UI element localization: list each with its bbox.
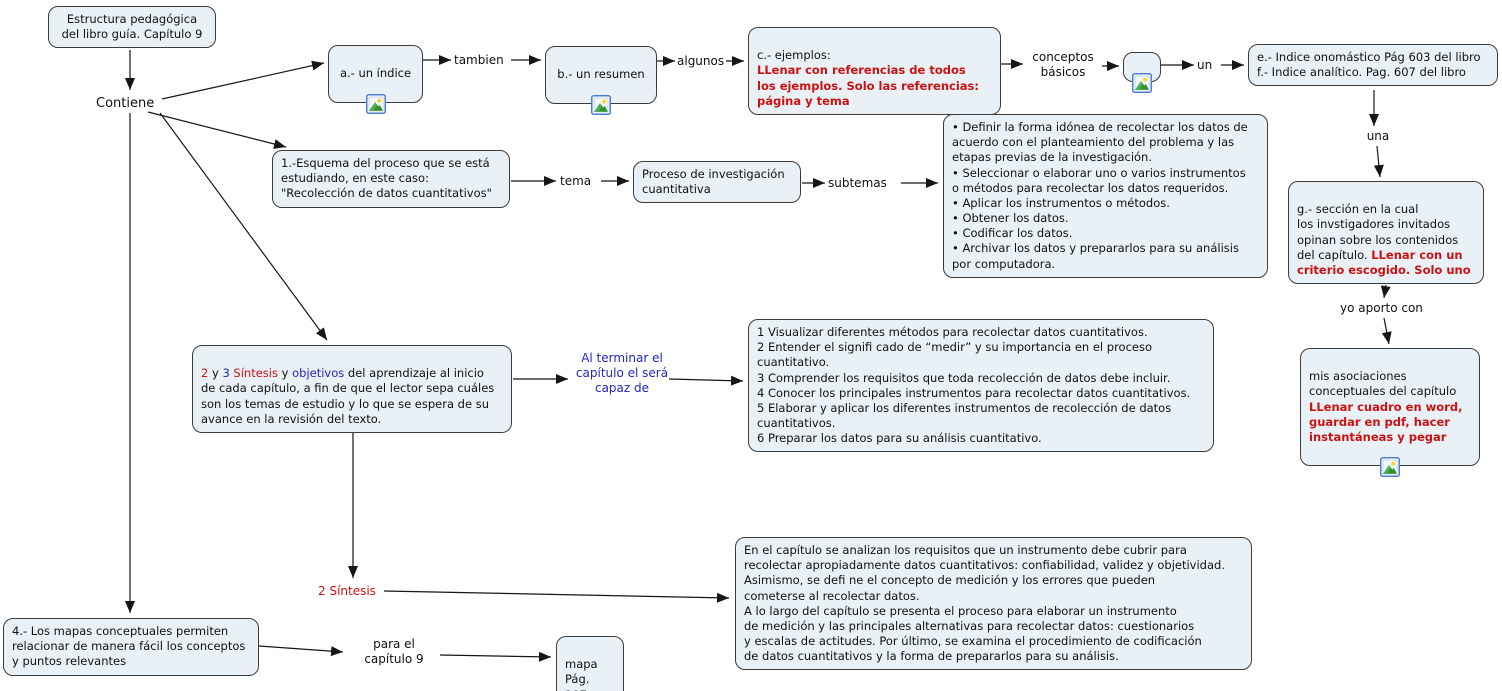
node-mis-asociaciones-note: LLenar cuadro en word, guardar en pdf, h… [1309, 399, 1463, 444]
seg-resto: del aprendizaje al inicio de cada capítu… [201, 366, 495, 426]
seg-2: 2 [201, 366, 209, 381]
node-mapa-pag-197[interactable]: mapa Pág. 197 [556, 636, 624, 691]
node-indices-ef[interactable]: e.- Indice onomástico Pág 603 del libro … [1248, 44, 1498, 87]
node-sintesis-objetivos[interactable]: 2 y 3 Síntesis y objetivos del aprendiza… [192, 345, 512, 433]
link-subtemas[interactable]: subtemas [828, 176, 887, 190]
node-sintesis-texto[interactable]: En el capítulo se analizan los requisito… [735, 537, 1252, 671]
image-resource-icon[interactable] [591, 95, 611, 115]
node-mis-asociaciones-label: mis asociaciones conceptuales del capítu… [1309, 369, 1457, 399]
link-contiene[interactable]: Contiene [96, 96, 155, 111]
seg-3: 3 [222, 366, 230, 381]
seg-objetivos: objetivos [292, 366, 345, 381]
image-resource-icon[interactable] [1132, 73, 1152, 93]
link-tambien[interactable]: tambien [454, 53, 504, 67]
node-seccion-investigadores[interactable]: g.- sección en la cual los invstigadores… [1288, 181, 1484, 285]
node-mapa-pag-label: mapa Pág. 197 [565, 657, 598, 691]
node-mapas-conceptuales[interactable]: 4.- Los mapas conceptuales permiten rela… [3, 618, 259, 676]
node-subtemas-lista[interactable]: • Definir la forma idónea de recolectar … [943, 114, 1268, 278]
node-d[interactable]: d.- [1123, 52, 1161, 82]
link-2-sintesis[interactable]: 2 Síntesis [318, 584, 376, 598]
node-un-indice[interactable]: a.- un índice [328, 45, 423, 103]
seg-y2: y [277, 366, 293, 381]
node-objetivos-lista[interactable]: 1 Visualizar diferentes métodos para rec… [748, 319, 1214, 453]
link-para-el-capitulo[interactable]: para el capítulo 9 [364, 637, 424, 666]
node-un-indice-label: a.- un índice [339, 66, 412, 81]
link-algunos[interactable]: algunos [677, 54, 725, 68]
link-yo-aporto-con[interactable]: yo aporto con [1340, 301, 1423, 315]
node-proceso-investigacion[interactable]: Proceso de investigación cuantitativa [633, 161, 801, 204]
link-al-terminar[interactable]: Al terminar el capítulo el será capaz de [575, 351, 669, 395]
node-estructura-pedagogica[interactable]: Estructura pedagógica del libro guía. Ca… [48, 6, 216, 49]
node-ejemplos-note: LLenar con referencias de todos los ejem… [757, 63, 979, 108]
link-un[interactable]: un [1197, 58, 1213, 72]
link-conceptos-basicos[interactable]: conceptos básicos [1032, 50, 1094, 79]
node-un-resumen[interactable]: b.- un resumen [545, 46, 657, 104]
image-resource-icon[interactable] [1380, 457, 1400, 477]
seg-y1: y [208, 366, 223, 381]
node-ejemplos-label: c.- ejemplos: [757, 48, 831, 63]
node-seccion-label: g.- sección en la cual los invstigadores… [1297, 202, 1459, 262]
node-un-resumen-label: b.- un resumen [557, 67, 645, 82]
node-seccion-note: LLenar con un criterio escogido. Solo un… [1297, 247, 1471, 277]
node-ejemplos[interactable]: c.- ejemplos: LLenar con referencias de … [748, 27, 1001, 115]
image-resource-icon[interactable] [366, 94, 386, 114]
node-esquema-proceso[interactable]: 1.-Esquema del proceso que se está estud… [272, 150, 510, 208]
link-tema[interactable]: tema [560, 174, 592, 188]
link-una[interactable]: una [1366, 129, 1390, 143]
seg-sintesis: Síntesis [229, 366, 278, 381]
node-mis-asociaciones[interactable]: mis asociaciones conceptuales del capítu… [1300, 348, 1480, 466]
